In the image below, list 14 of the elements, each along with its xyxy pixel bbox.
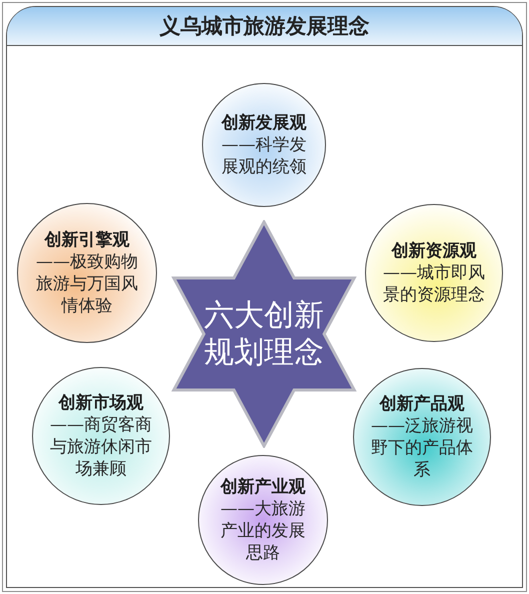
circle-heading: 创新发展观 bbox=[222, 112, 306, 134]
star-label: 六大创新规划理念 bbox=[203, 297, 325, 371]
circle-heading: 创新产品观 bbox=[380, 393, 464, 415]
circle-text: ——极致购物旅游与万国风情体验 bbox=[35, 251, 139, 317]
title-text: 义乌城市旅游发展理念 bbox=[160, 13, 370, 39]
circle-heading: 创新引擎观 bbox=[44, 229, 130, 251]
circle-text: ——科学发展观的统领 bbox=[220, 134, 308, 178]
circle-heading: 创新市场观 bbox=[58, 392, 144, 414]
circle-text: ——泛旅游视野下的产品体系 bbox=[370, 415, 474, 481]
circle-text: ——商贸客商与旅游休闲市场兼顾 bbox=[49, 414, 153, 480]
circle-heading: 创新产业观 bbox=[220, 476, 306, 498]
circle-text: ——城市即风景的资源理念 bbox=[382, 262, 486, 306]
circle-heading: 创新资源观 bbox=[392, 240, 476, 262]
circle-text: ——大旅游产业的发展思路 bbox=[220, 498, 306, 564]
